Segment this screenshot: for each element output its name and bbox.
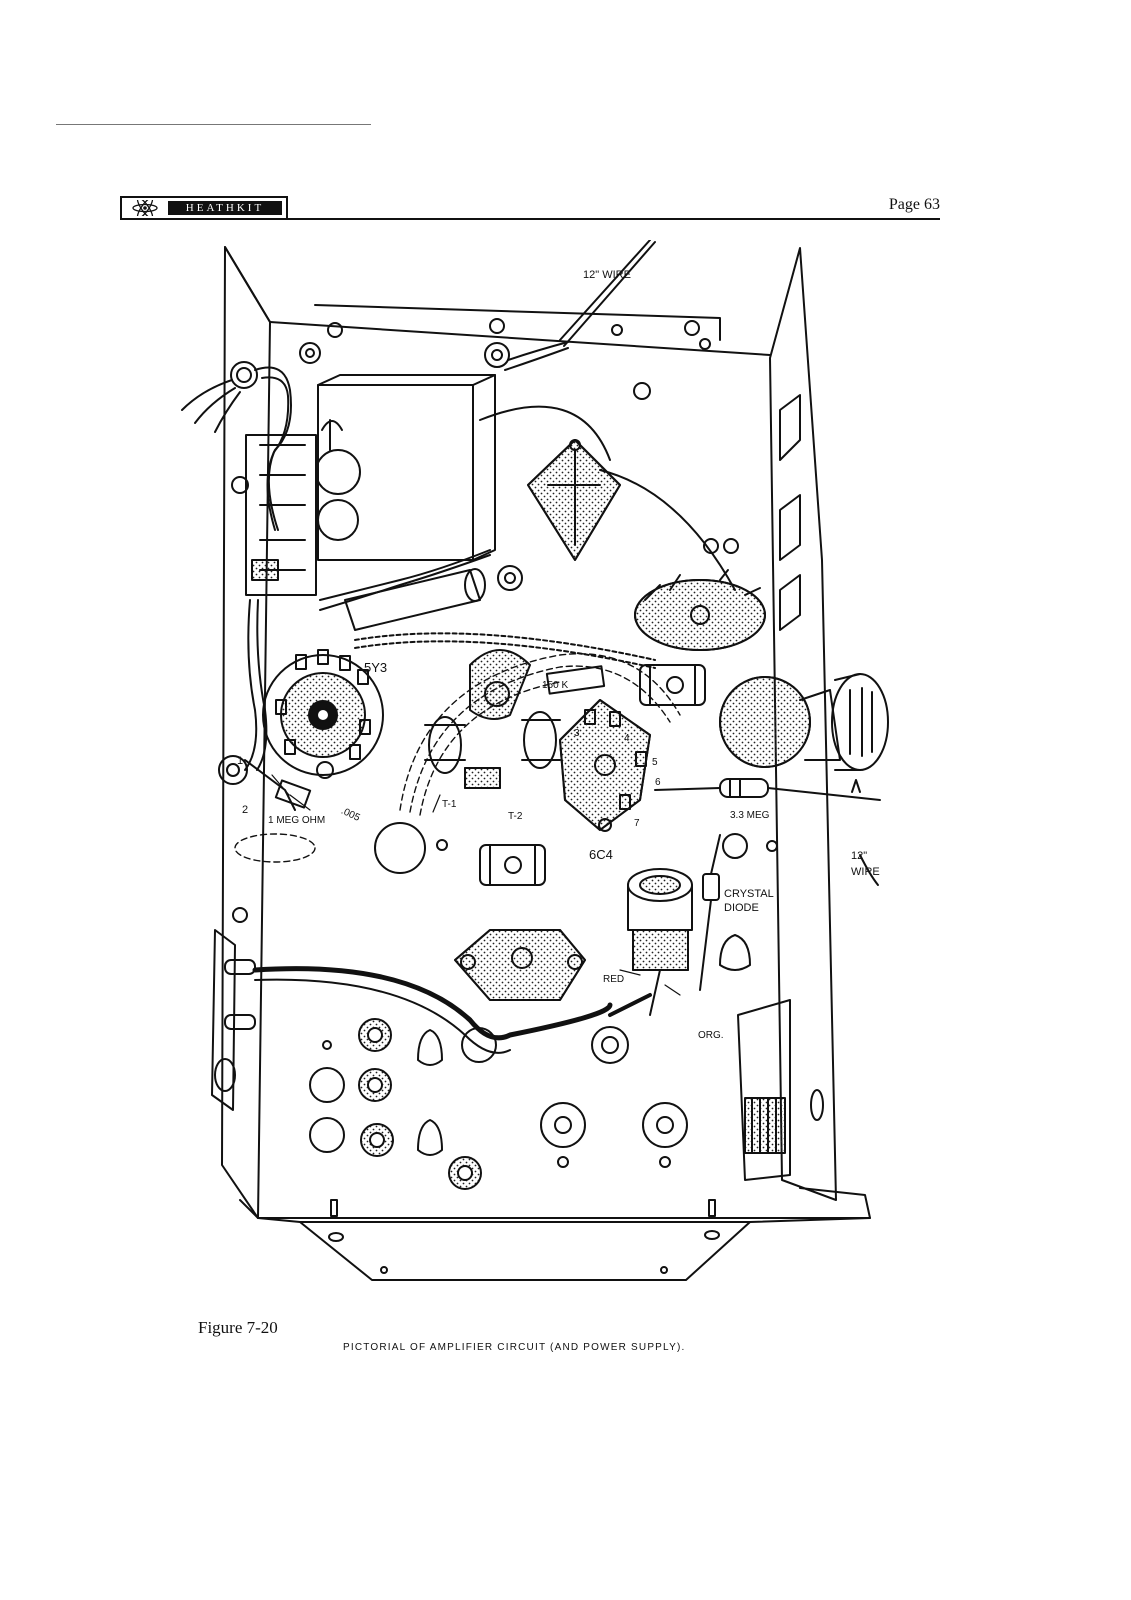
- line-cord: [181, 361, 292, 531]
- top-hardware: [299, 318, 739, 554]
- volume-control: [719, 673, 889, 771]
- amplifier-pictorial: 12" WIRE 5Y3 150 K 1 2 3 4 5 6 7 1 MEG O…: [180, 239, 940, 1320]
- output-wires: [252, 966, 652, 1064]
- tube-socket-5y3: [262, 649, 384, 779]
- label-1meg: 1 MEG OHM: [268, 815, 325, 826]
- label-pin-6: 6: [655, 777, 661, 788]
- heathkit-logo: HEATHKIT: [120, 196, 288, 220]
- chassis-cutouts: [436, 664, 778, 886]
- label-6c4: 6C4: [589, 847, 613, 862]
- tube-socket-top: [527, 439, 621, 561]
- tube-socket-bottom: [454, 929, 586, 1001]
- chassis-holes: [374, 822, 751, 971]
- output-terminals: [211, 907, 256, 1111]
- label-5y3: 5Y3: [364, 660, 387, 675]
- label-pin-2: 2: [242, 804, 248, 816]
- power-transformer: [315, 374, 496, 561]
- label-005: .005: [339, 806, 362, 824]
- bottom-screws: [328, 1199, 720, 1274]
- label-t1: T-1: [442, 799, 457, 810]
- label-diode: DIODE: [724, 902, 759, 914]
- wire-top: [479, 239, 736, 591]
- tube-socket-right: [634, 569, 766, 651]
- label-pin-5: 5: [652, 757, 658, 768]
- label-pin-4: 4: [624, 733, 630, 744]
- figure-caption: PICTORIAL OF AMPLIFIER CIRCUIT (AND POWE…: [343, 1342, 686, 1353]
- grommets: [358, 1018, 482, 1190]
- coupling-parts: [424, 649, 606, 789]
- wire-right: [654, 778, 881, 886]
- figure-number: Figure 7-20: [198, 1318, 278, 1337]
- terminal-strip: [231, 434, 317, 596]
- top-rule: [56, 124, 371, 125]
- power-switch: [737, 999, 824, 1181]
- label-150k: 150 K: [542, 680, 568, 691]
- label-t2: T-2: [508, 811, 523, 822]
- label-wire-right-1: 12": [851, 850, 867, 862]
- tube-socket-6c4: [559, 699, 651, 832]
- electrolytic-capacitor: [344, 565, 523, 631]
- label-org: ORG.: [698, 1030, 724, 1041]
- lower-holes: [309, 1029, 688, 1168]
- page-header: HEATHKIT Page 63: [120, 196, 940, 220]
- leader-lines: [271, 774, 681, 996]
- label-wire-top: 12" WIRE: [583, 269, 631, 281]
- label-wire-right-2: WIRE: [851, 866, 880, 878]
- header-rule: [286, 218, 940, 220]
- crystal-detector: [627, 834, 721, 1016]
- label-crystal: CRYSTAL: [724, 888, 774, 900]
- label-pin-3: 3: [574, 728, 580, 739]
- label-3-3meg: 3.3 MEG: [730, 810, 770, 821]
- brand-name: HEATHKIT: [168, 201, 282, 215]
- label-pin-7: 7: [634, 818, 640, 829]
- atom-emblem-icon: [122, 198, 168, 218]
- label-pin-1: 1: [237, 755, 243, 767]
- figure-labels: 12" WIRE 5Y3 150 K 1 2 3 4 5 6 7 1 MEG O…: [237, 269, 880, 1041]
- twisted-wires: [244, 549, 656, 771]
- page-number: Page 63: [888, 196, 940, 213]
- chassis: [221, 246, 871, 1281]
- label-red: RED: [603, 974, 624, 985]
